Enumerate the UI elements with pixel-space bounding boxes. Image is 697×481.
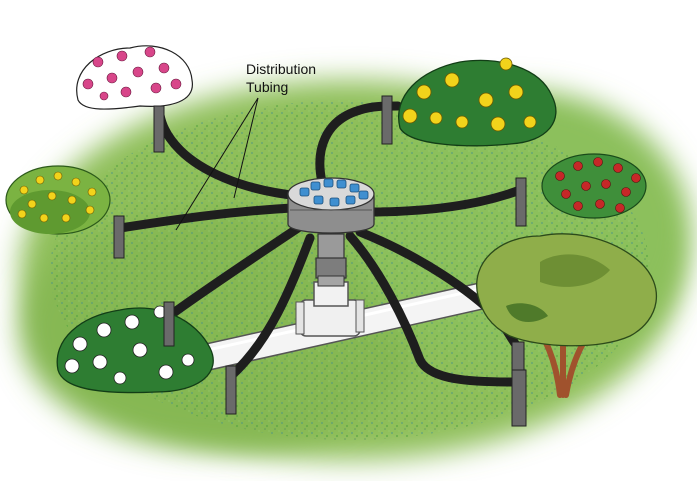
emitter-stake-icon (381, 95, 393, 145)
callout-label-tubing: Tubing (246, 79, 288, 95)
pipe-tee-fitting (295, 281, 365, 337)
manifold-ports (299, 178, 369, 207)
tree-icon (476, 233, 658, 398)
emitter-stake-icon (225, 365, 237, 415)
shrub-pink-top-left (76, 45, 193, 110)
emitter-stake-icon (163, 301, 175, 347)
emitter-stake-icon (113, 215, 125, 259)
shrub-red-right (541, 153, 647, 219)
shrub-yellow-left (5, 165, 111, 235)
emitter-stake-icon (153, 105, 165, 153)
emitter-stake-icon (515, 177, 527, 227)
emitter-stakes (113, 95, 527, 427)
callout-label-distribution: Distribution (246, 61, 316, 77)
manifold-icon (287, 177, 375, 287)
shrub-yellow-top-right (398, 57, 557, 147)
emitter-stake-icon (511, 369, 527, 427)
callout-leaders (175, 97, 259, 231)
